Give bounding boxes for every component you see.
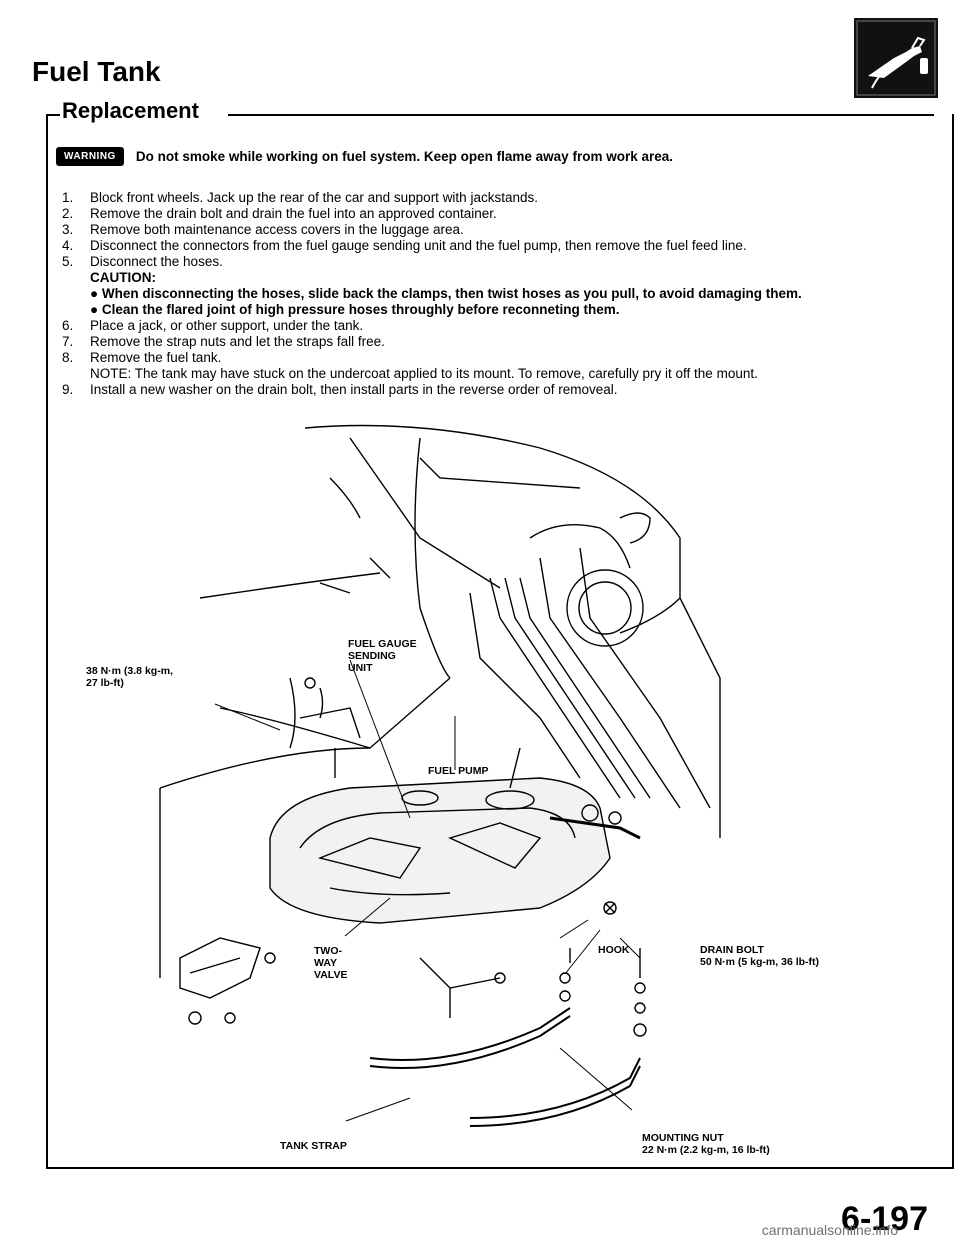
step-text: Place a jack, or other support, under th… <box>90 318 364 333</box>
frame-corner <box>46 114 60 116</box>
step-item: 9. Install a new washer on the drain bol… <box>62 382 942 398</box>
step-number: 1. <box>62 190 74 205</box>
drain-bolt <box>603 901 617 915</box>
step-item: 7. Remove the strap nuts and let the str… <box>62 334 942 350</box>
label-line: MOUNTING NUT <box>642 1132 724 1144</box>
mounting-nut-label: MOUNTING NUT 22 N·m (2.2 kg-m, 16 lb-ft) <box>642 1132 770 1156</box>
tank-strap-label: TANK STRAP <box>280 1140 347 1152</box>
tank-straps <box>369 1007 641 1127</box>
page-title: Fuel Tank <box>32 56 161 87</box>
fuel-tank-exploded-diagram <box>159 424 721 1127</box>
step-item: 1. Block front wheels. Jack up the rear … <box>62 190 942 206</box>
step-item: 8. Remove the fuel tank. <box>62 350 942 366</box>
label-line: DRAIN BOLT <box>700 944 764 956</box>
fuel-lines <box>469 547 711 809</box>
torque-value: 27 lb-ft) <box>86 677 124 689</box>
page-number: 6-197 <box>841 1200 928 1238</box>
step-number: 8. <box>62 350 74 365</box>
warning-row: WARNING Do not smoke while working on fu… <box>56 147 673 166</box>
step-item: 6. Place a jack, or other support, under… <box>62 318 942 334</box>
car-body-outline <box>159 424 721 978</box>
content-frame <box>46 114 954 1169</box>
caution-item: ● When disconnecting the hoses, slide ba… <box>90 286 802 301</box>
heat-shield-bracket <box>179 937 276 1025</box>
procedure-steps: 1. Block front wheels. Jack up the rear … <box>62 190 942 398</box>
step-text: Remove the drain bolt and drain the fuel… <box>90 206 497 221</box>
label-line: TWO- <box>314 945 342 957</box>
drain-bolt-label: DRAIN BOLT 50 N·m (5 kg-m, 36 lb-ft) <box>700 944 819 968</box>
caution-label: CAUTION: <box>90 270 156 285</box>
step-number: 2. <box>62 206 74 221</box>
step-item: 2. Remove the drain bolt and drain the f… <box>62 206 942 222</box>
label-line: FUEL GAUGE <box>348 638 417 650</box>
leader-lines <box>214 659 641 1122</box>
label-line: SENDING <box>348 650 396 662</box>
torque-value: 38 N·m (3.8 kg-m, <box>86 665 173 677</box>
label-line: 22 N·m (2.2 kg-m, 16 lb-ft) <box>642 1144 770 1156</box>
step-text: Install a new washer on the drain bolt, … <box>90 382 618 397</box>
step-text: Block front wheels. Jack up the rear of … <box>90 190 538 205</box>
step-text: Remove both maintenance access covers in… <box>90 222 464 237</box>
two-way-valve <box>419 957 506 1018</box>
torque-label: 38 N·m (3.8 kg-m, 27 lb-ft) <box>86 665 173 689</box>
label-line: VALVE <box>314 969 348 981</box>
step-number: 6. <box>62 318 74 333</box>
step-text: Remove the fuel tank. <box>90 350 222 365</box>
fuel-gauge-sending-unit-label: FUEL GAUGE SENDING UNIT <box>348 638 417 674</box>
step-text: Remove the strap nuts and let the straps… <box>90 334 385 349</box>
watermark: carmanualsonline.info <box>761 1222 898 1238</box>
step-item: 5. Disconnect the hoses. <box>62 254 942 270</box>
fuel-pump-label: FUEL PUMP <box>428 765 489 777</box>
fuel-nozzle-icon <box>854 18 938 98</box>
label-line: 50 N·m (5 kg-m, 36 lb-ft) <box>700 956 820 968</box>
warning-badge: WARNING <box>56 147 124 166</box>
mounting-nuts <box>559 948 647 1037</box>
caution-item: ● Clean the flared joint of high pressur… <box>90 302 620 317</box>
step-number: 7. <box>62 334 74 349</box>
two-way-valve-label: TWO- WAY VALVE <box>314 945 347 981</box>
label-line: WAY <box>314 957 337 969</box>
step-number: 4. <box>62 238 74 253</box>
step-number: 3. <box>62 222 74 237</box>
warning-text: Do not smoke while working on fuel syste… <box>135 149 673 164</box>
section-rule <box>228 114 934 116</box>
hook-label: HOOK <box>598 944 630 956</box>
fuel-tank <box>269 747 641 924</box>
step-item: 4. Disconnect the connectors from the fu… <box>62 238 942 254</box>
step-number: 5. <box>62 254 74 269</box>
label-line: UNIT <box>348 662 373 674</box>
step-text: Disconnect the connectors from the fuel … <box>90 238 747 253</box>
filler-neck-bracket <box>289 677 361 778</box>
note-text: NOTE: The tank may have stuck on the und… <box>90 366 758 381</box>
step-text: Disconnect the hoses. <box>90 254 223 269</box>
section-label: Replacement <box>62 98 199 123</box>
step-item: 3. Remove both maintenance access covers… <box>62 222 942 238</box>
step-number: 9. <box>62 382 74 397</box>
